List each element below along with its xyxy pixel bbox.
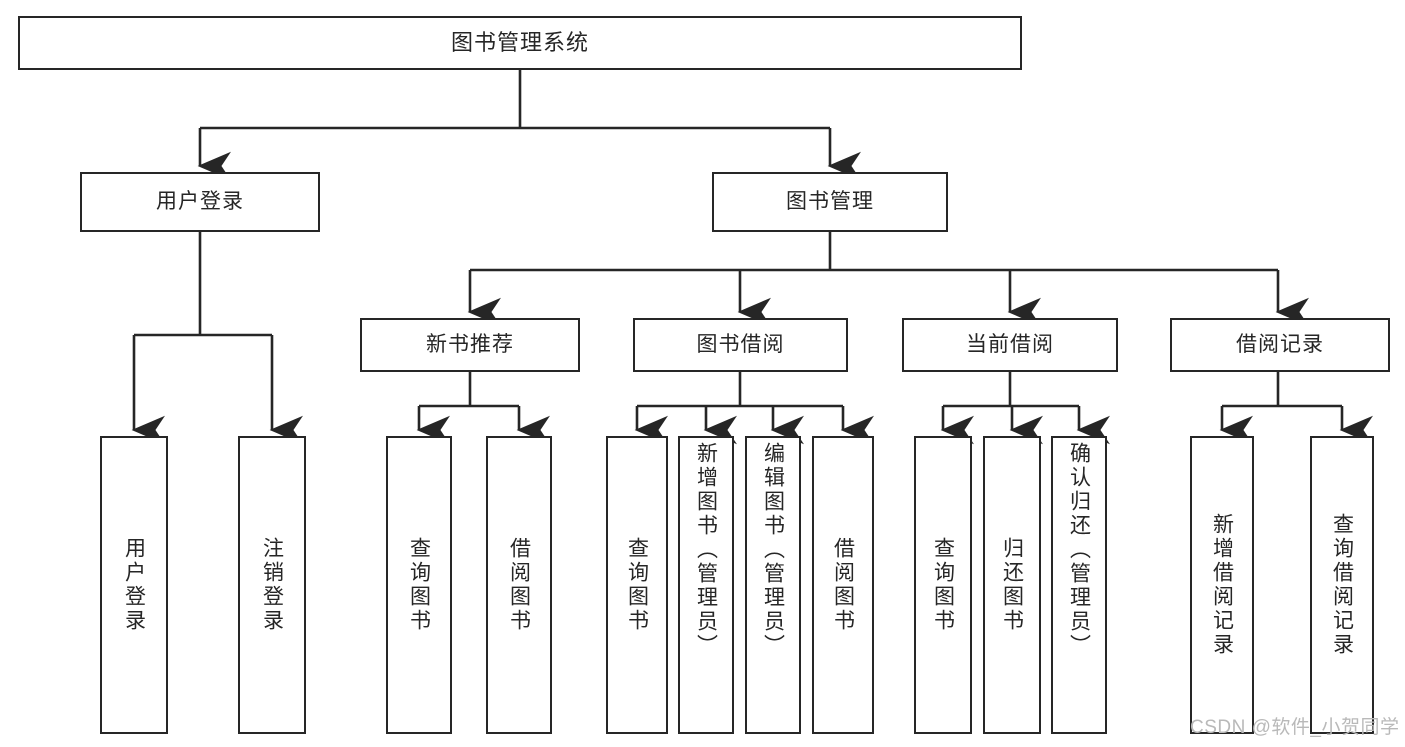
node-leaf-add-record-label: 新增借阅记录 bbox=[1210, 513, 1234, 657]
node-current-borrow[interactable]: 当前借阅 bbox=[902, 318, 1118, 372]
watermark: CSDN @软件_小贺同学 bbox=[1190, 712, 1399, 739]
watermark-text: CSDN @软件_小贺同学 bbox=[1190, 717, 1400, 738]
node-leaf-edit-book[interactable]: 编辑图书（管理员） bbox=[745, 436, 801, 734]
node-current-borrow-label: 当前借阅 bbox=[966, 333, 1054, 357]
node-leaf-query-book-2[interactable]: 查询图书 bbox=[606, 436, 668, 734]
node-user-login-label: 用户登录 bbox=[156, 190, 244, 214]
node-root[interactable]: 图书管理系统 bbox=[18, 16, 1022, 70]
node-new-book-recommend-label: 新书推荐 bbox=[426, 333, 514, 357]
node-leaf-query-book-3-label: 查询图书 bbox=[931, 537, 955, 633]
node-new-book-recommend[interactable]: 新书推荐 bbox=[360, 318, 580, 372]
node-leaf-edit-book-label: 编辑图书（管理员） bbox=[761, 442, 785, 658]
node-leaf-borrow-book-2-label: 借阅图书 bbox=[831, 537, 855, 633]
node-leaf-confirm-return[interactable]: 确认归还（管理员） bbox=[1051, 436, 1107, 734]
node-leaf-borrow-book-1-label: 借阅图书 bbox=[507, 537, 531, 633]
node-root-label: 图书管理系统 bbox=[450, 29, 589, 55]
node-leaf-borrow-book-1[interactable]: 借阅图书 bbox=[486, 436, 552, 734]
node-user-login[interactable]: 用户登录 bbox=[80, 172, 320, 232]
node-leaf-query-book-3[interactable]: 查询图书 bbox=[914, 436, 972, 734]
node-leaf-user-login-label: 用户登录 bbox=[122, 537, 146, 633]
node-leaf-logout-label: 注销登录 bbox=[260, 537, 284, 633]
node-leaf-logout[interactable]: 注销登录 bbox=[238, 436, 306, 734]
node-leaf-return-book[interactable]: 归还图书 bbox=[983, 436, 1041, 734]
node-leaf-query-record-label: 查询借阅记录 bbox=[1330, 513, 1354, 657]
node-borrow-record[interactable]: 借阅记录 bbox=[1170, 318, 1390, 372]
node-book-manage[interactable]: 图书管理 bbox=[712, 172, 948, 232]
node-leaf-add-record[interactable]: 新增借阅记录 bbox=[1190, 436, 1254, 734]
node-leaf-query-book-1-label: 查询图书 bbox=[407, 537, 431, 633]
node-leaf-add-book-label: 新增图书（管理员） bbox=[694, 442, 718, 658]
node-leaf-confirm-return-label: 确认归还（管理员） bbox=[1067, 442, 1091, 658]
node-leaf-query-book-1[interactable]: 查询图书 bbox=[386, 436, 452, 734]
node-leaf-add-book[interactable]: 新增图书（管理员） bbox=[678, 436, 734, 734]
node-book-manage-label: 图书管理 bbox=[786, 190, 874, 214]
node-book-borrow-label: 图书借阅 bbox=[696, 333, 785, 357]
node-leaf-user-login[interactable]: 用户登录 bbox=[100, 436, 168, 734]
node-borrow-record-label: 借阅记录 bbox=[1236, 333, 1324, 357]
node-leaf-return-book-label: 归还图书 bbox=[1000, 537, 1024, 633]
node-book-borrow[interactable]: 图书借阅 bbox=[633, 318, 848, 372]
node-leaf-borrow-book-2[interactable]: 借阅图书 bbox=[812, 436, 874, 734]
node-leaf-query-record[interactable]: 查询借阅记录 bbox=[1310, 436, 1374, 734]
node-leaf-query-book-2-label: 查询图书 bbox=[625, 537, 649, 633]
